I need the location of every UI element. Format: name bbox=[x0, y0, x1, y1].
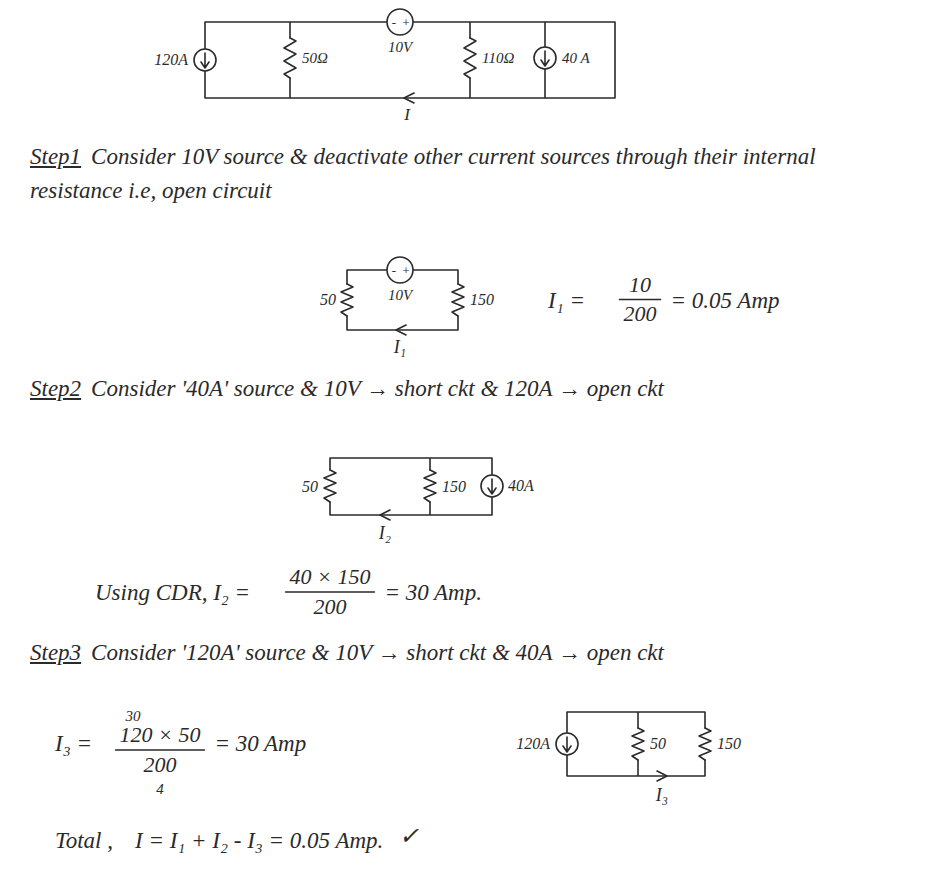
step-heading: Step1 bbox=[30, 144, 81, 169]
source-label: 120A bbox=[154, 52, 188, 68]
step-text: Consider '120A' source & 10V → short ckt… bbox=[91, 640, 664, 665]
current-source-symbol bbox=[194, 49, 216, 71]
current-label: I₃ bbox=[656, 786, 668, 804]
resistor-symbol bbox=[464, 38, 476, 78]
polarity-sign: - bbox=[392, 16, 396, 29]
current-source-symbol bbox=[481, 475, 503, 497]
fraction-bar bbox=[286, 591, 375, 593]
fraction-bar bbox=[620, 299, 661, 301]
fraction-denominator: 200 bbox=[144, 754, 177, 776]
equation-text: = 0.05 Amp bbox=[671, 289, 780, 312]
source-arrow bbox=[541, 51, 549, 66]
resistor-symbol bbox=[324, 470, 336, 502]
resistor-symbol bbox=[632, 728, 644, 760]
fraction-denominator: 200 bbox=[624, 303, 657, 325]
circuit-original bbox=[194, 9, 615, 103]
wire bbox=[567, 712, 705, 776]
fraction-numerator: 40 × 150 bbox=[290, 566, 371, 588]
step-paragraph: Step3 Consider '120A' source & 10V → shor… bbox=[30, 636, 670, 670]
fraction-bars bbox=[116, 300, 661, 751]
source-label: 10V bbox=[388, 40, 412, 55]
source-arrow bbox=[201, 53, 209, 68]
polarity-sign: + bbox=[402, 16, 411, 29]
resistor-label: 150 bbox=[470, 292, 494, 308]
equation-text: I₁ = bbox=[548, 289, 585, 312]
resistor-label: 150 bbox=[442, 479, 466, 495]
polarity-sign: - bbox=[392, 264, 396, 277]
current-source-symbol bbox=[534, 47, 556, 69]
resistor-label: 50 bbox=[650, 736, 666, 752]
resistor-label: 150 bbox=[717, 736, 741, 752]
step-paragraph: Step1Consider 10V source & deactivate ot… bbox=[30, 140, 910, 208]
polarity-sign: + bbox=[402, 264, 411, 277]
current-arrow bbox=[396, 325, 406, 335]
current-label: I₂ bbox=[379, 524, 391, 542]
resistor-label: 110Ω bbox=[482, 51, 514, 66]
fraction-denominator: 200 bbox=[314, 596, 347, 618]
resistor-symbol bbox=[284, 38, 296, 78]
current-source-symbol bbox=[556, 733, 578, 755]
equation-text: Using CDR, I₂ = bbox=[95, 581, 250, 604]
current-arrow bbox=[657, 771, 667, 781]
step-heading: Step2 bbox=[30, 376, 81, 401]
step-paragraph: Step2 Consider '40A' source & 10V → short… bbox=[30, 372, 730, 406]
resistor-symbol bbox=[452, 284, 464, 316]
equation-text: = 30 Amp bbox=[214, 732, 306, 755]
current-arrow bbox=[380, 510, 390, 520]
circuit-step2 bbox=[324, 458, 503, 520]
voltage-source-symbol bbox=[387, 257, 413, 283]
voltage-source-symbol bbox=[387, 9, 413, 35]
step-text: Consider '40A' source & 10V → short ckt … bbox=[91, 376, 664, 401]
wire bbox=[205, 22, 615, 98]
circuit-step3 bbox=[556, 712, 711, 781]
source-label: 40A bbox=[508, 478, 534, 494]
resistor-symbol bbox=[699, 728, 711, 760]
fraction-bar bbox=[116, 749, 205, 751]
step-heading: Step3 bbox=[30, 640, 81, 665]
resistor-symbol bbox=[341, 284, 353, 316]
source-arrow bbox=[563, 737, 571, 752]
source-label: 40 A bbox=[562, 51, 590, 66]
fraction-numerator: 120 × 50 bbox=[120, 724, 201, 746]
result-equation: I = I₁ + I₂ - I₃ = 0.05 Amp. bbox=[135, 829, 383, 852]
resistor-label: 50Ω bbox=[302, 51, 328, 66]
equation-text: I₃ = bbox=[55, 732, 92, 755]
current-arrow bbox=[404, 93, 414, 103]
check-mark: ✓ bbox=[399, 824, 419, 848]
source-arrow bbox=[488, 479, 496, 494]
fraction-numerator: 10 bbox=[629, 274, 651, 296]
current-label: I bbox=[404, 106, 410, 123]
resistor-label: 50 bbox=[302, 479, 318, 495]
wire bbox=[330, 458, 492, 515]
source-label: 10V bbox=[388, 288, 412, 303]
circuit-step1 bbox=[341, 257, 464, 335]
current-label: I₁ bbox=[394, 338, 406, 356]
equation-text: = 30 Amp. bbox=[384, 581, 482, 604]
step-text: Consider 10V source & deactivate other c… bbox=[30, 144, 816, 203]
resistor-label: 50 bbox=[320, 292, 336, 308]
cancel-note: 30 bbox=[126, 709, 141, 724]
cancel-note: 4 bbox=[156, 782, 164, 797]
source-label: 120A bbox=[516, 736, 550, 752]
resistor-symbol bbox=[424, 470, 436, 502]
result-heading: Total , bbox=[55, 829, 113, 852]
